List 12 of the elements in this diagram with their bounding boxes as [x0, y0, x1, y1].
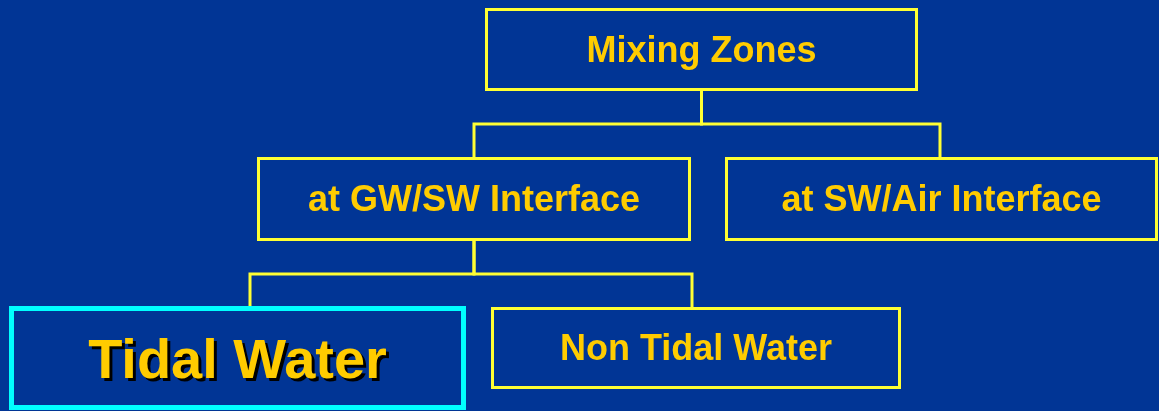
- box-label: Tidal Water: [88, 325, 387, 391]
- box-label: at SW/Air Interface: [781, 178, 1102, 220]
- box-label: Mixing Zones: [586, 28, 817, 71]
- process-box: [491, 307, 901, 389]
- connector-line: [472, 241, 694, 307]
- process-box: [257, 157, 691, 241]
- process-box: [485, 8, 918, 91]
- process-box: [725, 157, 1158, 241]
- process-box: [9, 306, 466, 410]
- connector-line: [700, 91, 942, 157]
- box-label: Non Tidal Water: [560, 327, 832, 369]
- box-label: at GW/SW Interface: [307, 178, 641, 220]
